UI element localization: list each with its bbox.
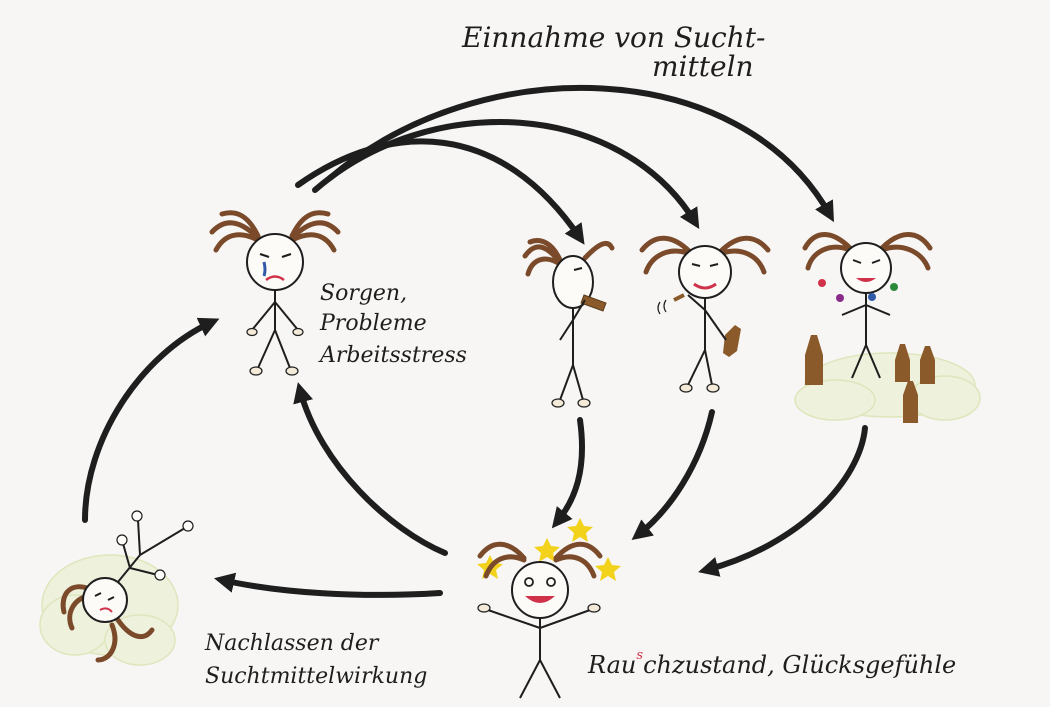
label-intake-line2: mitteln: [652, 50, 754, 83]
cycle-arrows: [82, 84, 868, 598]
label-worries-line1: Sorgen,: [320, 281, 407, 306]
smoking-figure: [639, 235, 771, 393]
label-high-rest: chzustand, Glücksgefühle: [643, 651, 956, 679]
arrow-drinker-to-high: [551, 417, 586, 529]
worried-figure: [209, 210, 341, 376]
label-intake-line1: Einnahme von Sucht-: [461, 21, 765, 54]
pills-figure: [802, 232, 935, 423]
drinking-figure: [522, 238, 615, 408]
label-worries-line2: Probleme: [319, 311, 427, 336]
arrow-smoker-to-high: [631, 409, 715, 541]
arrow-high-to-fading: [214, 572, 443, 598]
arrow-intake-to-smoker: [312, 119, 700, 229]
label-fade-line1: Nachlassen der: [204, 631, 380, 656]
arrow-high-to-worries: [293, 382, 448, 556]
label-worries-line3: Arbeitsstress: [318, 343, 467, 368]
label-high-insert: s: [636, 648, 643, 663]
arrow-fading-to-worries: [82, 317, 220, 523]
fading-figure: [60, 510, 194, 663]
arrow-intake-to-pills: [327, 84, 835, 223]
arrow-intake-to-drinker: [295, 138, 585, 245]
label-high: Rauschzustand, Glücksgefühle: [587, 648, 956, 679]
euphoric-figure: [477, 518, 621, 699]
label-high-prefix: Rau: [587, 651, 636, 679]
arrow-pills-to-high: [698, 425, 868, 577]
label-fade-line2: Suchtmittelwirkung: [205, 664, 427, 689]
